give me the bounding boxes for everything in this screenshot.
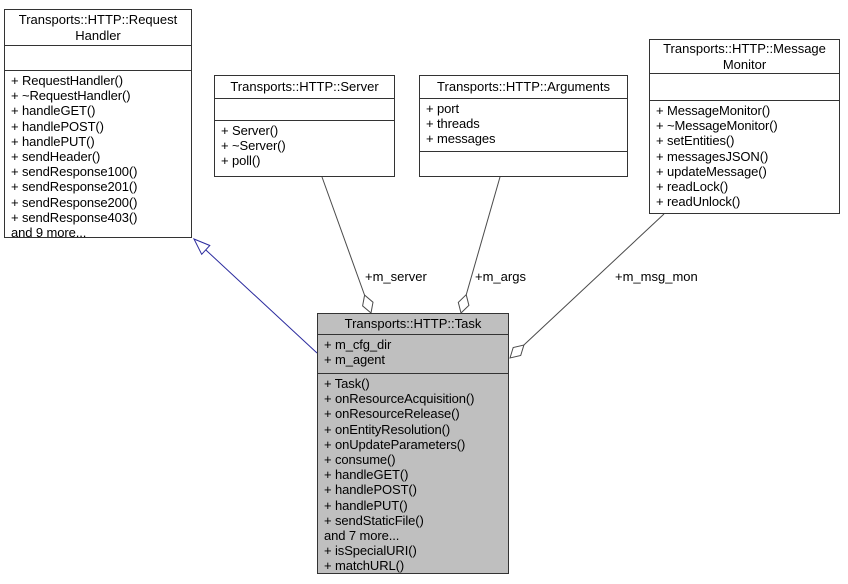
inheritance-arrow-icon [192,238,211,256]
member-row: + sendHeader() [11,149,101,165]
inheritance-edge [205,249,318,354]
member-row: + messagesJSON() [656,148,769,164]
aggregation-diamond-icon [509,344,525,359]
class-title-message-monitor: Transports::HTTP::Message Monitor [663,41,826,72]
class-methods-task: + Task()+ onResourceAcquisition()+ onRes… [318,373,508,573]
member-row: + onResourceRelease() [324,406,460,422]
class-box-server[interactable]: Transports::HTTP::Server + Server()+ ~Se… [214,75,395,177]
aggregation-edge-m-msg-mon [523,213,665,346]
member-row: + Server() [221,123,279,138]
member-row: + port [426,101,460,116]
class-attributes-message-monitor [650,73,839,100]
member-row: + Task() [324,376,370,391]
class-methods-server: + Server()+ ~Server()+ poll() [215,120,394,176]
member-row: + isSpecialURI() [324,543,417,559]
member-row: + ~Server() [221,138,286,154]
member-row: + consume() [324,452,396,468]
class-attributes-task: + m_cfg_dir+ m_agent [318,334,508,373]
member-row: + threads [426,116,480,132]
member-row: + sendResponse200() [11,194,138,210]
member-row: + onResourceAcquisition() [324,391,475,407]
class-methods-request-handler: + RequestHandler()+ ~RequestHandler()+ h… [5,70,191,237]
member-row: + handleGET() [11,103,96,119]
member-row: + sendResponse201() [11,179,138,195]
member-row: + sendResponse403() [11,209,138,225]
member-row: + ~RequestHandler() [11,88,131,104]
member-row: + handlePUT() [11,133,95,149]
member-row: + handlePUT() [324,497,408,513]
member-row: and 9 more... [11,225,87,237]
aggregation-edge-m-args [465,176,501,295]
member-row: + poll() [221,153,261,169]
member-row: and 7 more... [324,528,400,544]
class-attributes-arguments: + port+ threads+ messages [420,98,627,151]
member-row: + sendResponse100() [11,164,138,180]
member-row: + onUpdateParameters() [324,436,466,452]
class-box-task: Transports::HTTP::Task + m_cfg_dir+ m_ag… [317,313,509,574]
member-row: + ~MessageMonitor() [656,118,778,134]
class-methods-message-monitor: + MessageMonitor()+ ~MessageMonitor()+ s… [650,100,839,213]
member-row: + messages [426,131,496,147]
member-row: + sendStaticFile() [324,512,424,528]
member-row: + matchURL() [324,558,405,573]
member-row: + m_cfg_dir [324,337,392,352]
member-row: + handlePOST() [324,482,417,498]
aggregation-diamond-icon [457,293,470,314]
class-box-message-monitor[interactable]: Transports::HTTP::Message Monitor + Mess… [649,39,840,214]
member-row: + updateMessage() [656,163,767,179]
aggregation-diamond-icon [362,294,374,314]
class-methods-arguments [420,151,627,176]
class-attributes-server [215,98,394,120]
edge-label-m-server: +m_server [365,269,427,284]
member-row: + m_agent [324,352,385,368]
class-box-request-handler[interactable]: Transports::HTTP::Request Handler + Requ… [4,9,192,238]
class-title-server: Transports::HTTP::Server [230,79,379,95]
member-row: + handlePOST() [11,118,104,134]
member-row: + onEntityResolution() [324,421,451,437]
class-title-request-handler: Transports::HTTP::Request Handler [18,12,178,43]
member-row: + readUnlock() [656,194,741,210]
edge-label-m-args: +m_args [475,269,526,284]
member-row: + RequestHandler() [11,73,124,88]
class-title-task: Transports::HTTP::Task [344,316,482,332]
class-title-arguments: Transports::HTTP::Arguments [437,79,610,95]
class-attributes-request-handler [5,45,191,70]
class-box-arguments[interactable]: Transports::HTTP::Arguments + port+ thre… [419,75,628,177]
edge-label-m-msg-mon: +m_msg_mon [615,269,698,284]
member-row: + readLock() [656,179,729,195]
member-row: + handleGET() [324,467,409,483]
member-row: + MessageMonitor() [656,103,771,118]
aggregation-edge-m-server [321,176,366,296]
member-row: + setEntities() [656,133,735,149]
